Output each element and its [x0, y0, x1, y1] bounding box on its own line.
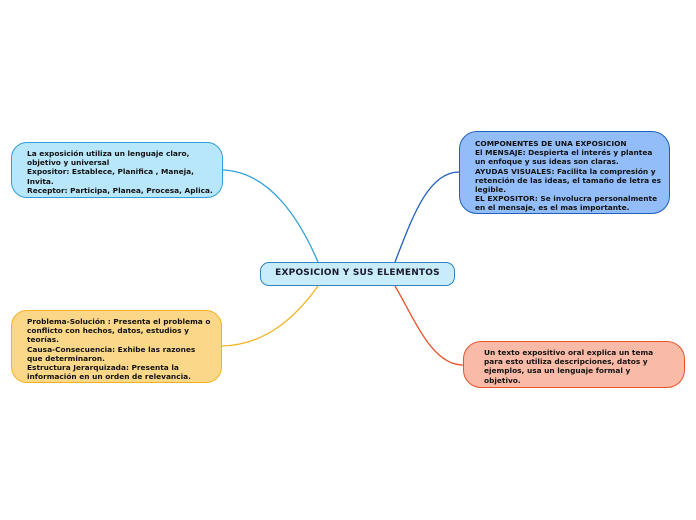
topic-line: un enfoque y sus ideas son claras.	[475, 157, 619, 167]
topic-lenguaje-expositor-receptor[interactable]: La exposición utiliza un lenguaje claro,…	[11, 142, 223, 198]
topic-line: El MENSAJE: Despierta el interés y plant…	[475, 148, 653, 158]
topic-line: Estructura Jerarquizada: Presenta la	[27, 363, 179, 373]
topic-line: retención de las ideas, el tamaño de let…	[475, 175, 662, 185]
topic-line: EL EXPOSITOR: Se involucra personalmente	[475, 194, 658, 204]
topic-line: AYUDAS VISUALES: Facilita la compresión …	[475, 166, 656, 176]
topic-line: ejemplos, usa un lenguaje formal y	[484, 366, 631, 376]
topic-componentes[interactable]: COMPONENTES DE UNA EXPOSICION El MENSAJE…	[459, 131, 670, 214]
connector-right-top	[394, 171, 460, 263]
topic-line: objetivo y universal	[27, 158, 110, 168]
topic-line: para esto utiliza descripciones, datos y	[484, 357, 648, 367]
topic-line: Problema-Solución : Presenta el problema…	[27, 317, 211, 326]
topic-line: que determinaron.	[27, 353, 105, 363]
central-topic-label: EXPOSICION Y SUS ELEMENTOS	[275, 268, 440, 279]
connector-right-bottom	[394, 285, 464, 366]
connector-left-bottom	[221, 285, 319, 347]
topic-line: objetivo.	[484, 375, 521, 385]
topic-line: Causa-Consecuencia: Exhibe las razones	[27, 344, 196, 354]
topic-line: Receptor: Participa, Planea, Procesa, Ap…	[27, 185, 213, 195]
topic-line: La exposición utiliza un lenguaje claro,	[27, 149, 190, 158]
central-topic[interactable]: EXPOSICION Y SUS ELEMENTOS	[260, 262, 455, 286]
topic-estructuras[interactable]: Problema-Solución : Presenta el problema…	[11, 310, 222, 383]
topic-line: teorías.	[27, 335, 59, 345]
topic-line: Invita.	[27, 176, 54, 186]
topic-texto-expositivo[interactable]: Un texto expositivo oral explica un tema…	[463, 341, 685, 388]
topic-line: Un texto expositivo oral explica un tema	[484, 348, 654, 357]
topic-line: Expositor: Establece, Planifica , Maneja…	[27, 167, 194, 177]
topic-line: en el mensaje, es el mas importante.	[475, 203, 630, 213]
topic-line: conflicto con hechos, datos, estudios y	[27, 326, 189, 336]
topic-line: legible.	[475, 185, 507, 195]
topic-line: información en un orden de relevancia.	[27, 372, 191, 382]
topic-line: COMPONENTES DE UNA EXPOSICION	[475, 139, 627, 148]
connector-left-top	[222, 169, 319, 263]
